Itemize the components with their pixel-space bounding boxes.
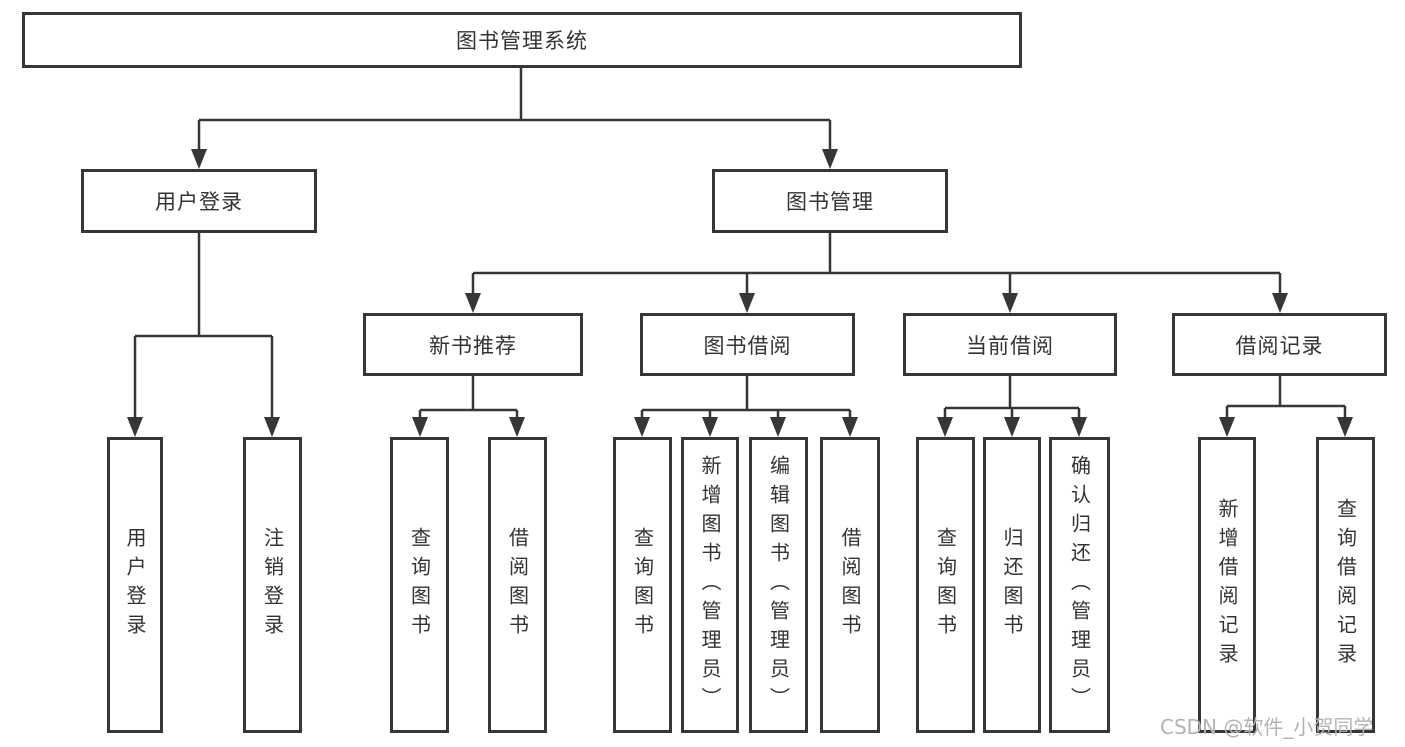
node-root-label: 图书管理系统 [456, 29, 588, 53]
leaf-query-books-current: 查询图书 [916, 437, 975, 733]
arrowhead [127, 417, 143, 437]
connector-root-to-level2 [197, 68, 832, 150]
arrowhead [770, 417, 786, 437]
node-current-borrow: 当前借阅 [903, 313, 1117, 376]
arrowhead [739, 293, 755, 313]
leaf-add-book-admin: 新增图书（管理员） [681, 437, 739, 733]
leaf-logout-label: 注销登录 [260, 527, 285, 643]
arrowhead [702, 417, 718, 437]
node-user-login-label: 用户登录 [155, 190, 243, 214]
node-user-login: 用户登录 [81, 169, 317, 233]
arrowhead [1002, 293, 1018, 313]
leaf-edit-book-admin: 编辑图书（管理员） [749, 437, 808, 733]
arrowhead [412, 417, 428, 437]
arrowhead [1071, 417, 1087, 437]
leaf-user-login-label: 用户登录 [123, 527, 147, 643]
arrowhead [1272, 293, 1288, 313]
arrowhead [634, 417, 650, 437]
leaf-query-books-recommend-label: 查询图书 [407, 527, 432, 643]
leaf-user-login: 用户登录 [107, 437, 163, 733]
leaf-return-book-label: 归还图书 [1000, 527, 1024, 643]
leaf-confirm-return-admin: 确认归还（管理员） [1049, 437, 1110, 733]
connector-book-borrow-branch [640, 376, 852, 418]
arrowhead [509, 417, 525, 437]
node-book-management: 图书管理 [712, 169, 948, 233]
leaf-query-borrow-record: 查询借阅记录 [1316, 437, 1375, 733]
leaf-query-books-borrow-label: 查询图书 [630, 527, 655, 643]
arrowhead [264, 417, 280, 437]
connector-current-borrow-branch [943, 376, 1081, 418]
node-current-borrow-label: 当前借阅 [966, 333, 1054, 358]
node-root: 图书管理系统 [22, 12, 1022, 68]
leaf-query-books-current-label: 查询图书 [933, 527, 958, 643]
arrowhead [1004, 417, 1020, 437]
leaf-query-books-recommend: 查询图书 [390, 437, 449, 733]
arrowhead [937, 417, 953, 437]
leaf-add-book-admin-label: 新增图书（管理员） [698, 454, 722, 716]
leaf-borrow-books-recommend-label: 借阅图书 [505, 527, 530, 643]
arrowhead [1337, 417, 1353, 437]
watermark: CSDN @软件_小贺同学 [1160, 715, 1374, 739]
node-borrow-records-label: 借阅记录 [1235, 333, 1324, 358]
leaf-add-borrow-record: 新增借阅记录 [1198, 437, 1256, 733]
leaf-borrow-books-2: 借阅图书 [820, 437, 880, 733]
node-borrow-records: 借阅记录 [1172, 313, 1387, 376]
arrowhead [1219, 417, 1235, 437]
connector-user-login-branch [133, 233, 274, 418]
arrowhead [465, 293, 481, 313]
leaf-borrow-books-recommend: 借阅图书 [488, 437, 547, 733]
leaf-logout: 注销登录 [243, 437, 302, 733]
arrowhead [842, 417, 858, 437]
connector-new-book-branch [418, 376, 519, 418]
leaf-borrow-books-2-label: 借阅图书 [838, 527, 862, 643]
connector-book-management-branch [471, 233, 1282, 294]
leaf-edit-book-admin-label: 编辑图书（管理员） [766, 454, 791, 716]
arrowhead [191, 149, 207, 169]
node-book-borrow-label: 图书借阅 [703, 333, 792, 358]
leaf-query-borrow-record-label: 查询借阅记录 [1333, 498, 1358, 672]
leaf-confirm-return-admin-label: 确认归还（管理员） [1067, 454, 1092, 716]
leaf-add-borrow-record-label: 新增借阅记录 [1215, 498, 1239, 672]
leaf-return-book: 归还图书 [983, 437, 1041, 733]
leaf-query-books-borrow: 查询图书 [613, 437, 672, 733]
connector-borrow-records-branch [1225, 376, 1347, 418]
node-new-book-recommend-label: 新书推荐 [429, 333, 517, 358]
node-book-borrow: 图书借阅 [640, 313, 855, 376]
node-book-management-label: 图书管理 [786, 190, 874, 214]
node-new-book-recommend: 新书推荐 [363, 313, 583, 376]
arrowhead [822, 149, 838, 169]
